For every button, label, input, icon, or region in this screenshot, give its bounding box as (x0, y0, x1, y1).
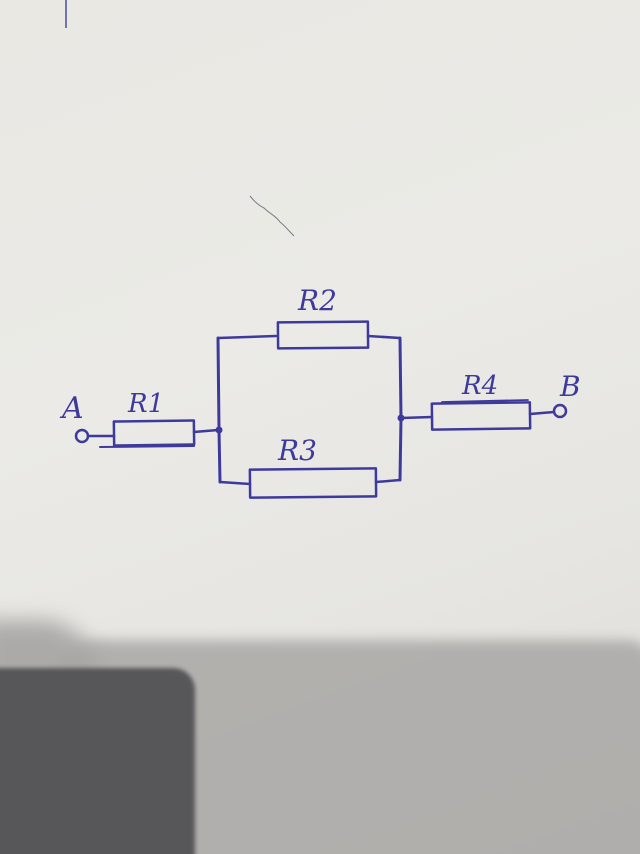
resistor-r3 (248, 467, 378, 499)
wire-r4-b (528, 410, 556, 416)
resistor-r4-label: R4 (461, 371, 498, 401)
resistor-r2 (276, 320, 370, 350)
resistor-r1 (112, 419, 196, 447)
resistor-r1-label: R1 (127, 389, 164, 419)
terminal-a-node (74, 428, 90, 444)
wire-right-junction-r4 (399, 415, 434, 420)
resistor-r2-label: R2 (297, 284, 337, 317)
wire-top-left (216, 334, 278, 340)
resistor-r1-underline (99, 445, 195, 448)
terminal-a-label: A (59, 391, 84, 426)
resistor-r3-label: R3 (277, 434, 317, 467)
phone-edge-shadow (0, 668, 195, 854)
wire-bottom-right (374, 478, 402, 484)
pencil-squiggle (249, 195, 295, 237)
terminal-b-node (552, 403, 568, 419)
wire-top-right (366, 334, 402, 340)
wire-r1-left-junction (192, 428, 220, 434)
resistor-r4-overline (441, 399, 529, 403)
resistor-r4 (430, 401, 532, 431)
left-vertical-wire (216, 336, 222, 484)
wire-bottom-left (218, 480, 252, 486)
right-vertical-wire (398, 336, 403, 482)
terminal-b-label: B (559, 370, 581, 403)
